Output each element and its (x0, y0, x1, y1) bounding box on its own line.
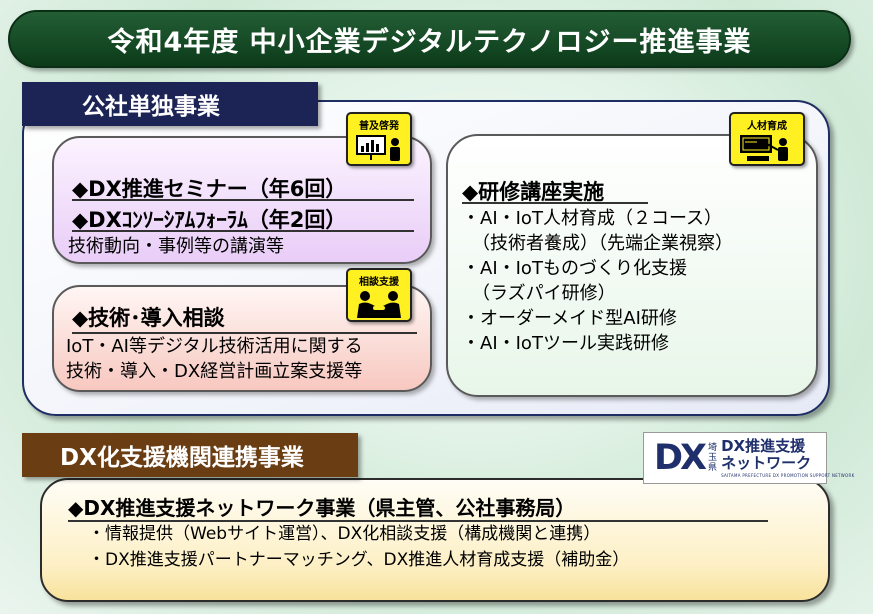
training-line-3: ・AI・IoTものづくり化支援 (462, 258, 687, 279)
consultation-divider (72, 332, 417, 334)
dx-logo-line-3: SAITAMA PREFECTURE DX PROMOTION SUPPORT … (721, 473, 855, 478)
dx-logo-prefecture: 埼玉県 (708, 443, 718, 473)
training-line-6: ・AI・IoTツール実践研修 (462, 333, 669, 354)
network-line-1: ・情報提供（Webサイト運営）、DX化相談支援（構成機関と連携） (88, 524, 601, 544)
section-label-dx: DX化支援機関連携事業 (22, 433, 358, 477)
consultation-line-2: 技術・導入・DX経営計画立案支援等 (66, 361, 363, 382)
handshake-icon (357, 291, 401, 318)
network-heading: ◆DX推進支援ネットワーク事業（県主管、公社事務局） (68, 496, 576, 520)
dx-logo-line-2: ネットワーク (721, 454, 812, 472)
tag-consultation-label: 相談支援 (359, 277, 399, 288)
forum-heading: ◆DXｺﾝｿｰｼｱﾑﾌｫｰﾗﾑ（年2回） (72, 204, 414, 232)
dx-logo-line-1: DX推進支援 (721, 437, 806, 455)
training-card: ◆研修講座実施 ・AI・IoT人材育成（２コース） （技術者養成）（先端企業視察… (446, 134, 818, 397)
tag-hr-development: 人材育成 (729, 112, 805, 166)
dx-network-logo: DX 埼玉県 DX推進支援 ネットワーク SAITAMA PREFECTURE … (643, 432, 854, 484)
training-heading: ◆研修講座実施 (462, 176, 648, 204)
training-line-1: ・AI・IoT人材育成（２コース） (462, 208, 723, 229)
consultation-line-1: IoT・AI等デジタル技術活用に関する (66, 336, 363, 357)
training-line-2: （技術者養成）（先端企業視察） (472, 233, 733, 254)
seminar-text: 技術動向・事例等の講演等 (68, 236, 284, 257)
section-dx-network: ◆DX推進支援ネットワーク事業（県主管、公社事務局） ・情報提供（Webサイト運… (40, 478, 830, 602)
page-title: 令和4年度 中小企業デジタルテクノロジー推進事業 (8, 10, 851, 68)
network-line-2: ・DX推進支援パートナーマッチング、DX推進人材育成支援（補助金） (88, 550, 630, 570)
seminar-card: ◆DX推進セミナー（年6回） ◆DXｺﾝｿｰｼｱﾑﾌｫｰﾗﾑ（年2回） 技術動向… (52, 136, 432, 264)
consultation-heading: ◆技術･導入相談 (72, 306, 225, 330)
network-divider (68, 520, 768, 522)
seminar-heading: ◆DX推進セミナー（年6回） (72, 173, 414, 201)
tag-consultation: 相談支援 (346, 268, 412, 322)
dx-logo-mark: DX (654, 438, 707, 478)
training-line-5: ・オーダーメイド型AI研修 (462, 308, 677, 329)
tag-awareness: 普及啓発 (346, 112, 412, 166)
tag-awareness-label: 普及啓発 (359, 121, 399, 132)
section-label-independent: 公社単独事業 (22, 82, 318, 126)
training-line-4: （ラズパイ研修） (472, 283, 616, 304)
teaching-icon (740, 135, 788, 161)
presentation-icon (356, 135, 400, 161)
dx-logo-name: DX推進支援 ネットワーク SAITAMA PREFECTURE DX PROM… (721, 437, 855, 479)
tag-hr-label: 人材育成 (747, 121, 787, 132)
